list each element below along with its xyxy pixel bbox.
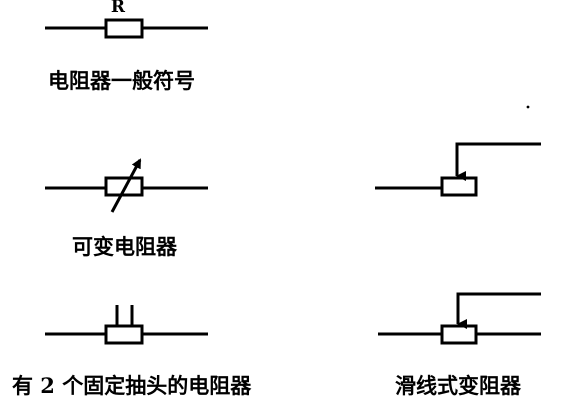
- resistor-body: [104, 324, 144, 345]
- stray-dot: [526, 105, 530, 109]
- variable-arrow: [110, 158, 142, 213]
- general-resistor-caption: 电阻器一般符号: [48, 68, 195, 93]
- variable-resistor-symbol: [45, 158, 208, 213]
- rheostat-caption: 滑线式变阻器: [395, 373, 522, 398]
- rheostat-symbol-lower: [378, 292, 541, 345]
- general-resistor-symbol: R: [45, 0, 208, 39]
- slider-contact-arrow: [456, 292, 541, 329]
- variable-resistor-caption: 可变电阻器: [72, 234, 178, 259]
- resistor-body: [440, 324, 478, 345]
- tapped-resistor-caption: 有 2 个固定抽头的电阻器: [12, 373, 252, 398]
- rheostat-symbol-upper: [375, 142, 541, 197]
- resistor-letter-label: R: [111, 0, 126, 17]
- resistor-body: [104, 18, 144, 39]
- tapped-resistor-symbol: [45, 305, 208, 345]
- resistor-body: [440, 176, 478, 197]
- slider-contact-arrow: [455, 142, 541, 181]
